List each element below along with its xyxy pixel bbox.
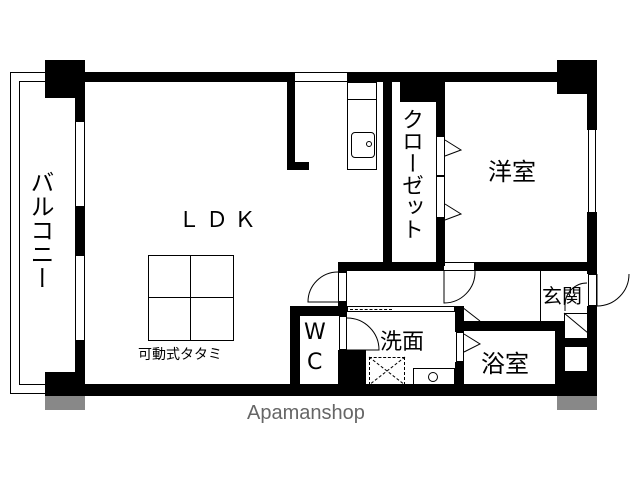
shoe-box-diagonal [563,312,589,334]
wall-bath-right [555,321,564,386]
wall-closet-right-lower [436,218,445,266]
room-label-washroom: 洗面 [380,330,425,355]
western-room-door[interactable] [443,262,475,271]
room-label-ldk: ＬＤＫ [178,208,263,233]
window-western-room-right [588,130,596,212]
movable-tatami-label: 可動式タタミ [138,347,222,363]
room-label-wc-c: C [307,350,323,375]
kitchen-sink [351,132,375,158]
bathroom-door-swing-icon [463,333,482,353]
wall-top-left [85,72,295,82]
wc-door-swing [346,317,380,351]
window-ldk-left-lower [75,256,85,340]
ldk-door-swing [307,271,339,303]
tatami-divider-horizontal [148,297,234,298]
wall-kitchen-partition [287,82,295,170]
wall-hallway-top-right [475,262,597,271]
pillar-base-right [557,396,597,410]
wall-closet-right-upper [436,82,445,136]
wall-entrance-shelf-divider [555,338,597,346]
storage-box [564,346,588,372]
wall-left-1 [75,98,85,122]
wall-bath-left-top [455,306,464,332]
washing-machine-space [369,357,405,385]
closet-door-upper[interactable] [436,136,445,176]
washbasin [413,368,455,386]
window-ldk-left-upper [75,122,85,206]
wall-right-1 [587,94,597,130]
wall-right-3 [587,306,597,396]
wall-wc-top [290,306,347,316]
room-label-bathroom: 浴室 [481,350,529,378]
apamanshop-logo: Apamanshop [247,402,365,424]
wall-wc-left [290,306,300,386]
window-kitchen-top [295,72,347,82]
entrance-step-line [540,271,541,321]
pillar-base-left [45,396,85,410]
wall-left-3 [75,340,85,380]
washroom-sliding-door[interactable] [347,306,455,312]
ldk-door[interactable] [338,272,347,302]
tatami-divider-vertical [190,255,191,341]
wall-hallway-top [338,262,443,271]
wc-door[interactable] [339,316,347,350]
kitchen-counter-divider [347,82,377,100]
entrance-door-swing-inner [564,282,588,311]
room-label-balcony: バルコニー [26,170,54,290]
washroom-sliding-door-dashes [350,309,392,310]
balcony-inner-rail [19,81,49,385]
wall-hallway-left [338,262,347,272]
bathroom-door[interactable] [456,332,464,362]
front-door[interactable] [588,274,597,306]
room-label-western-room: 洋室 [488,158,536,186]
room-label-closet: クローゼット [398,108,423,240]
wall-closet-top-block [400,82,444,102]
wall-bath-top [455,321,555,331]
pillar-top-right [557,60,597,94]
wall-bath-left-bottom [455,362,464,386]
wall-entrance-bottom-block [555,372,597,386]
closet-door-lower[interactable] [436,176,445,218]
pillar-top-left [45,60,85,98]
balcony-outer-rail [10,72,50,394]
wall-right-2 [587,212,597,274]
washbasin-bowl [428,372,438,382]
washroom-door-swing-diagonal [461,306,481,322]
western-room-door-swing [443,270,476,304]
movable-tatami [148,255,234,341]
wall-wc-right-upper [338,302,347,316]
wall-left-2 [75,206,85,256]
wall-kitchen-partition-foot [287,162,309,170]
wall-closet-left [383,82,392,266]
wall-bottom [75,384,597,396]
front-door-swing [596,273,630,307]
room-label-entrance: 玄関 [542,284,582,308]
kitchen-drain [366,141,372,147]
kitchen-counter [347,82,377,170]
room-label-wc-w: W [304,320,326,345]
wall-wc-right-lower [338,350,366,386]
wall-top-right [347,72,557,82]
washing-machine-cross-icon [368,356,406,386]
closet-door-swing-icons [444,139,463,221]
